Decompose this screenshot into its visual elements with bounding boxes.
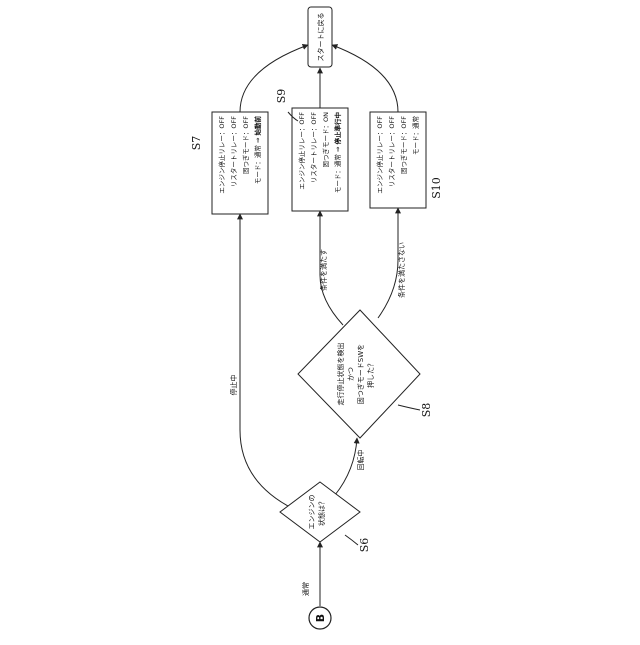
s9-line4: モード：通常 ⇒ 停止準行中 bbox=[333, 112, 342, 193]
s10-line2: リスタートリレー：OFF bbox=[387, 116, 396, 187]
s10-line1: エンジン停止リレー：OFF bbox=[375, 116, 384, 194]
s8-line2: かつ bbox=[347, 367, 355, 381]
s10-step-label: S10 bbox=[430, 177, 443, 199]
s6-branch-stop: 停止中 bbox=[229, 375, 238, 396]
edge-s6-to-s8 bbox=[335, 438, 357, 495]
connector-label: B bbox=[314, 614, 327, 622]
s6-branch-run: 回転中 bbox=[356, 450, 365, 471]
process-box-s9: エンジン停止リレー：OFF リスタートリレー：OFF 固つぎモード：ON モード… bbox=[292, 108, 348, 211]
s7-line1: エンジン停止リレー：OFF bbox=[217, 116, 226, 194]
edge-s10-to-terminal bbox=[332, 45, 398, 112]
s6-step-leader bbox=[345, 535, 358, 545]
s8-step-leader bbox=[398, 405, 420, 410]
s9-line2: リスタートリレー：OFF bbox=[309, 112, 318, 183]
edge-s6-to-s7 bbox=[240, 214, 300, 512]
terminal-label: スタートに戻る bbox=[316, 13, 325, 62]
edge-s7-to-terminal bbox=[240, 45, 308, 112]
s7-step-label: S7 bbox=[190, 136, 203, 151]
s6-step-label: S6 bbox=[358, 538, 371, 553]
s9-line3: 固つぎモード：ON bbox=[321, 112, 330, 168]
s10-line4: モード：通常 bbox=[411, 116, 420, 155]
s7-line4: モード：通常 ⇒ 始動前 bbox=[253, 116, 262, 185]
terminal-return-to-start: スタートに戻る bbox=[308, 7, 332, 67]
s8-branch-no: 条件を満たさない bbox=[397, 242, 406, 298]
s7-line2: リスタートリレー：OFF bbox=[229, 116, 238, 187]
s8-line4: 押した？ bbox=[366, 360, 375, 388]
s8-branch-yes: 条件を満たす bbox=[319, 249, 328, 291]
s7-line3: 固つぎモード：OFF bbox=[241, 116, 250, 174]
decision-s6: エンジンの 状態は？ bbox=[280, 482, 360, 542]
process-box-s10: エンジン停止リレー：OFF リスタートリレー：OFF 固つぎモード：OFF モー… bbox=[370, 112, 426, 208]
s9-step-label: S9 bbox=[275, 89, 288, 104]
s9-line1: エンジン停止リレー：OFF bbox=[297, 112, 306, 190]
entry-label: 通常 bbox=[301, 582, 310, 596]
s6-line1: エンジンの bbox=[308, 495, 316, 530]
edge-s8-to-s10 bbox=[378, 208, 398, 318]
process-box-s7: エンジン停止リレー：OFF リスタートリレー：OFF 固つぎモード：OFF モー… bbox=[212, 112, 268, 214]
s8-line1: 走行停止状態を検出 bbox=[336, 343, 345, 406]
decision-s8: 走行停止状態を検出 かつ 固つぎモードSWを 押した？ bbox=[298, 310, 420, 438]
s8-step-label: S8 bbox=[420, 403, 433, 418]
s10-line3: 固つぎモード：OFF bbox=[399, 116, 408, 174]
s6-line2: 状態は？ bbox=[317, 498, 326, 526]
s8-line3: 固つぎモードSWを bbox=[356, 344, 365, 404]
connector-b: B bbox=[309, 607, 331, 629]
